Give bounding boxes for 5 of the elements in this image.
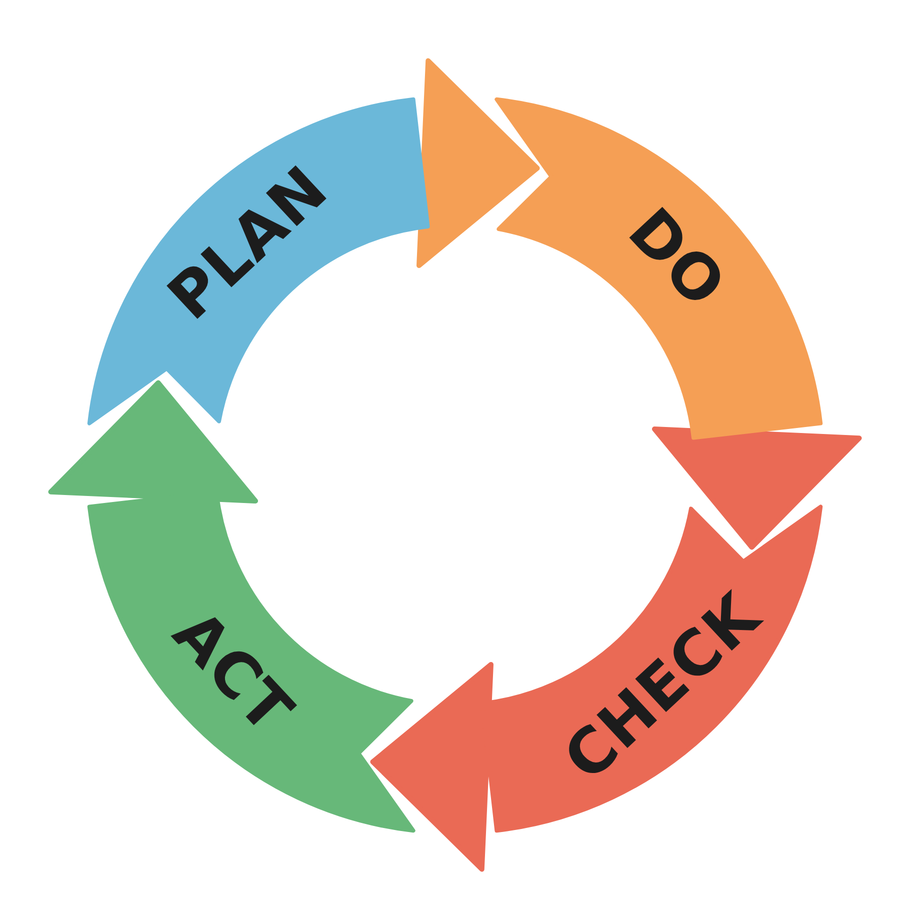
arrow: [416, 58, 540, 268]
stage-label: DO: [618, 198, 736, 318]
arrow: [370, 662, 494, 872]
arrow: [48, 380, 258, 504]
arrow: [652, 426, 862, 550]
